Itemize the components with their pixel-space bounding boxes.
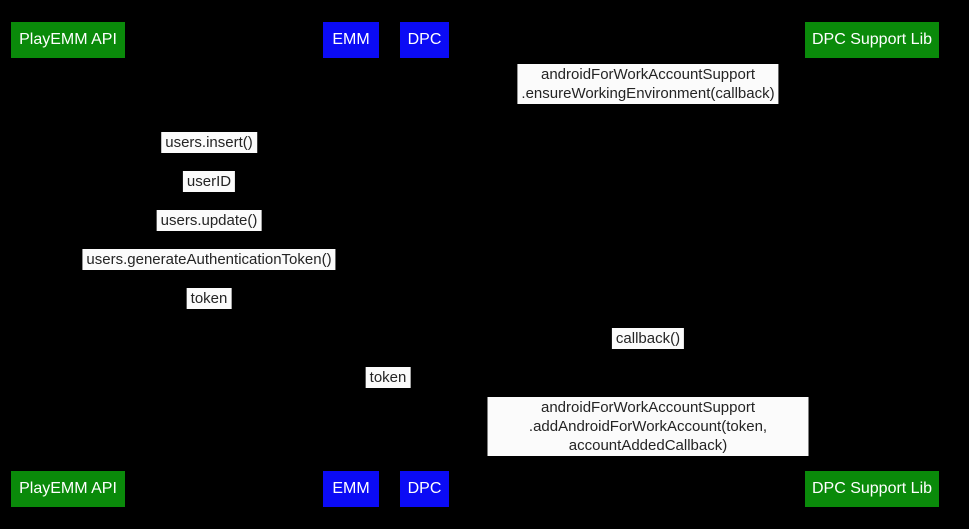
actor-playemm-api-top: PlayEMM API (11, 22, 125, 58)
message-users-insert: users.insert() (161, 132, 257, 153)
actor-emm-top: EMM (323, 22, 379, 58)
actor-playemm-api-bottom: PlayEMM API (11, 471, 125, 507)
message-token-forward: token (365, 367, 411, 388)
message-users-generate-authentication-token: users.generateAuthenticationToken() (82, 249, 336, 270)
message-user-id: userID (182, 171, 236, 192)
actor-emm-bottom: EMM (323, 471, 379, 507)
message-callback: callback() (611, 328, 685, 349)
actor-dpc-top: DPC (400, 22, 449, 58)
actor-dpc-bottom: DPC (400, 471, 449, 507)
message-users-update: users.update() (156, 210, 262, 231)
message-ensure-working-environment: androidForWorkAccountSupport .ensureWork… (517, 64, 779, 104)
actor-dpc-support-lib-bottom: DPC Support Lib (805, 471, 939, 507)
actor-dpc-support-lib-top: DPC Support Lib (805, 22, 939, 58)
message-token-response: token (186, 288, 232, 309)
message-add-android-for-work-account: androidForWorkAccountSupport .addAndroid… (487, 397, 809, 456)
